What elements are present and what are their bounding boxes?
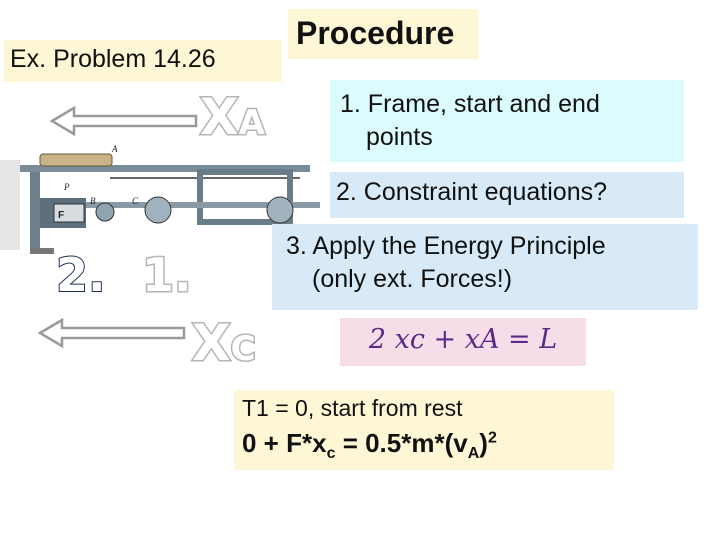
xc-label: XC — [191, 317, 257, 370]
diagram-pulley-c — [144, 196, 172, 224]
energy-line-2-sub-c: c — [326, 445, 336, 463]
energy-line-2-sup: 2 — [487, 429, 497, 447]
diagram-label-a: A — [111, 144, 118, 154]
xc-arrow — [38, 317, 186, 349]
diagram-pulley-left — [95, 202, 115, 222]
diagram-pulley-right — [266, 196, 294, 224]
diagram-ground — [30, 248, 54, 254]
energy-line-1: T1 = 0, start from rest — [242, 395, 463, 421]
xc-label-main: X — [191, 314, 233, 372]
position-label-2: 2. — [55, 248, 107, 302]
energy-box: T1 = 0, start from rest 0 + F*xc = 0.5*m… — [234, 390, 614, 470]
diagram-left-wall — [30, 165, 40, 250]
xa-label: XA — [199, 91, 267, 144]
step-3-box: 3. Apply the Energy Principle (only ext.… — [272, 224, 698, 310]
step-3-line-1: 3. Apply the Energy Principle — [286, 232, 606, 260]
energy-line-2-close: ) — [479, 428, 488, 458]
step-1-line-2: points — [366, 122, 433, 151]
step-1-box: 1. Frame, start and end points — [330, 80, 684, 162]
mechanism-diagram: A B C P F — [0, 144, 320, 254]
xa-arrow — [50, 105, 198, 137]
energy-line-2-mid: = 0.5*m*(v — [335, 428, 468, 458]
step-2-box: 2. Constraint equations? — [330, 172, 684, 218]
diagram-top-rail — [20, 165, 310, 172]
position-label-1: 1. — [140, 248, 193, 302]
diagram-ground-shadow — [0, 160, 20, 250]
constraint-equation: 2 xc + xA = L — [340, 318, 586, 366]
diagram-label-p: P — [63, 182, 70, 192]
diagram-label-b: B — [90, 196, 96, 206]
diagram-label-f: F — [58, 210, 64, 221]
diagram-label-c: C — [132, 196, 139, 206]
diagram-block-b-face — [53, 203, 85, 223]
step-1-line-1: 1. Frame, start and end — [340, 90, 600, 118]
xa-label-sub: A — [237, 103, 266, 143]
energy-line-2: 0 + F*xc = 0.5*m*(vA)2 — [242, 428, 606, 463]
step-3-line-2: (only ext. Forces!) — [312, 264, 513, 293]
energy-line-2-prefix: 0 + F*x — [242, 428, 327, 458]
procedure-title: Procedure — [288, 9, 478, 59]
diagram-slider-a — [39, 153, 113, 167]
problem-title: Ex. Problem 14.26 — [4, 40, 282, 82]
diagram-lower-rail — [40, 202, 320, 208]
xc-label-sub: C — [229, 329, 257, 369]
diagram-frame — [197, 169, 293, 225]
energy-line-2-sub-a: A — [467, 445, 480, 463]
xa-label-main: X — [199, 88, 241, 146]
